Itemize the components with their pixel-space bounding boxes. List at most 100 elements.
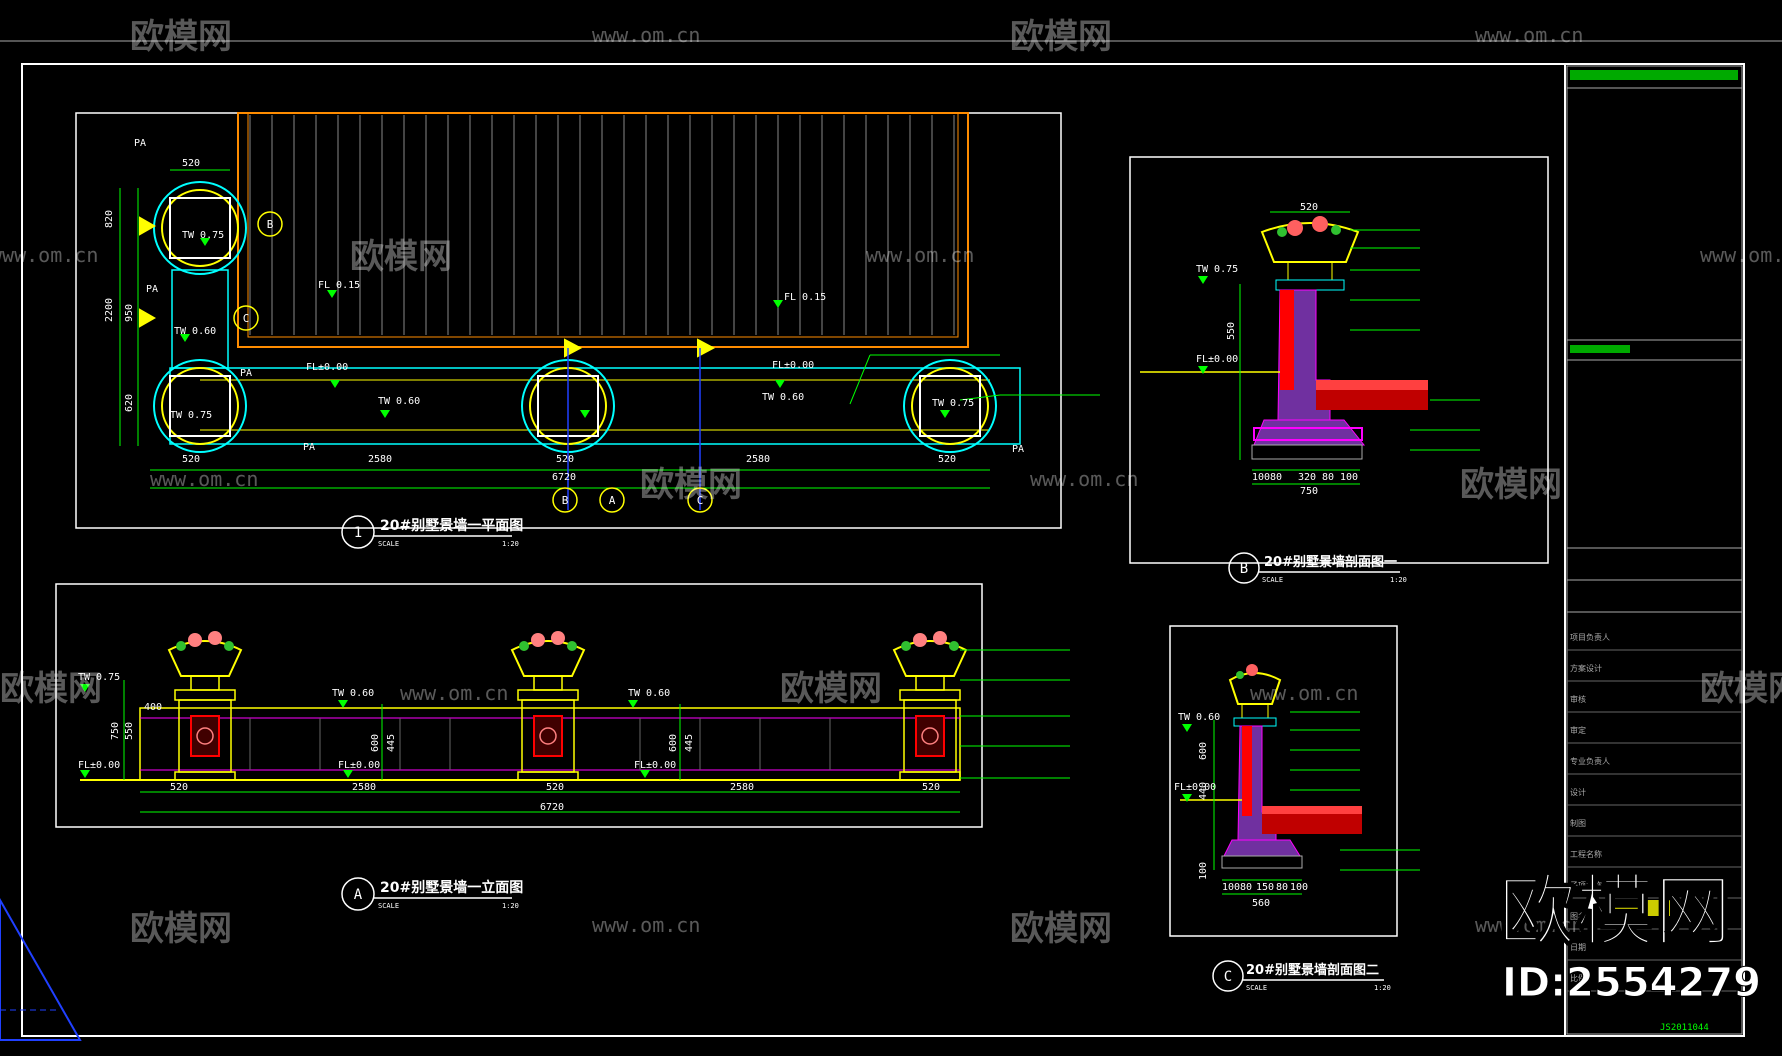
elev-dim: 520 [170, 782, 188, 793]
pillar [167, 631, 243, 781]
secb-title: 20#别墅景墙剖面图一 [1264, 554, 1397, 570]
elev-level: TW 0.60 [628, 688, 670, 699]
elev-dim: 600 [370, 734, 381, 752]
plan-level: FL 0.15 [784, 292, 826, 303]
secb-dim: 80 [1322, 472, 1334, 483]
watermark-url: www.om.cn [866, 243, 974, 267]
secc-level: TW 0.60 [1178, 712, 1220, 723]
watermark-url: www.om.cn [1030, 467, 1138, 491]
ucs-triangle-icon [0, 897, 82, 1041]
watermark-url: www.om.cn [1700, 243, 1782, 267]
secc-dim: 440 [1198, 782, 1209, 800]
secc-dim: 100 [1222, 882, 1240, 893]
plan-level: TW 0.60 [762, 392, 804, 403]
elev-level: TW 0.60 [332, 688, 374, 699]
plan-level: TW 0.60 [174, 326, 216, 337]
plan-level: TW 0.75 [182, 230, 224, 241]
secb-scale-label: SCALE [1262, 576, 1283, 584]
plan-marker: 1 [354, 525, 362, 541]
elev-dim: 600 [668, 734, 679, 752]
watermark-url: www.om.cn [1475, 23, 1583, 47]
elev-dim: 520 [546, 782, 564, 793]
section-mark: B [562, 494, 569, 507]
section-mark: B [267, 218, 274, 231]
secc-dim: 100 [1198, 862, 1209, 880]
secc-title: 20#别墅景墙剖面图二 [1246, 962, 1379, 978]
plan-dim: 950 [124, 304, 135, 322]
elev-dim: 2580 [730, 782, 754, 793]
secc-marker: C [1224, 969, 1232, 985]
watermark-layer: 欧模网欧模网欧模网欧模网欧模网欧模网欧模网欧模网欧模网欧模网www.om.cnw… [0, 17, 1782, 949]
plan-dim: 2580 [368, 454, 392, 465]
plan-scale: 1:20 [502, 540, 519, 548]
secc-dim: 80 [1240, 882, 1252, 893]
watermark-brand-large: 欧模网 [1498, 867, 1732, 957]
watermark-brand: 欧模网 [350, 237, 452, 277]
title-block-row-label: 专业负责人 [1570, 756, 1610, 766]
elev-marker: A [354, 887, 363, 903]
elev-level: FL±0.00 [338, 760, 380, 771]
watermark-brand: 欧模网 [130, 909, 232, 949]
drawing-frame [21, 63, 1745, 1037]
secc-scale-label: SCALE [1246, 984, 1267, 992]
watermark-brand: 欧模网 [1010, 17, 1112, 57]
elev-level: TW 0.75 [78, 672, 120, 683]
plan-dim: 2200 [104, 298, 115, 322]
plan-scale-label: SCALE [378, 540, 399, 548]
plan-dim: 520 [938, 454, 956, 465]
plan-dim: 820 [104, 210, 115, 228]
secb-dim: 750 [1300, 486, 1318, 497]
secc-dim: 80 [1276, 882, 1288, 893]
watermark-url: www.om.cn [400, 681, 508, 705]
plan-level: FL 0.15 [318, 280, 360, 291]
title-block-row-label: 图名 [1570, 911, 1586, 921]
secb-dim: 100 [1340, 472, 1358, 483]
watermark-url: www.om.cn [592, 913, 700, 937]
elev-level: FL±0.00 [78, 760, 120, 771]
elev-dim: 750 [110, 722, 121, 740]
plan-label-pa: PA [303, 442, 315, 453]
drawing-number: JS2011044 [1660, 1023, 1709, 1033]
secb-dim: 100 [1252, 472, 1270, 483]
section-b-view: TW 0.75 FL±0.00 520 750 550 100 80 320 8… [1129, 156, 1549, 584]
plan-level: TW 0.60 [378, 396, 420, 407]
secb-marker: B [1240, 561, 1248, 577]
secb-dim: 80 [1270, 472, 1282, 483]
secb-dim: 550 [1226, 322, 1237, 340]
elev-dim: 520 [922, 782, 940, 793]
watermark-brand: 欧模网 [780, 669, 882, 709]
section-mark: C [243, 312, 250, 325]
plan-label-pa: PA [240, 368, 252, 379]
elev-dim: 445 [386, 734, 397, 752]
elev-title: 20#别墅景墙一立面图 [380, 879, 523, 896]
title-block-row-label: 子项名称 [1570, 880, 1602, 890]
title-block-row-label: 审定 [1570, 725, 1586, 735]
secc-scale: 1:20 [1374, 984, 1391, 992]
plan-level: TW 0.75 [932, 398, 974, 409]
watermark-brand: 欧模网 [0, 669, 102, 709]
plan-level: FL±0.00 [306, 362, 348, 373]
watermark-url: www.om.cn [0, 243, 98, 267]
plan-dim: 620 [124, 394, 135, 412]
elev-dim: 2580 [352, 782, 376, 793]
pillar [892, 631, 968, 781]
elev-level: FL±0.00 [634, 760, 676, 771]
watermark-brand: 欧模网 [640, 465, 742, 505]
pillar [510, 631, 586, 781]
plan-label-pa: PA [134, 138, 146, 149]
title-block-row-label: 工程名称 [1570, 849, 1602, 859]
section-mark: A [609, 494, 616, 507]
plan-level: FL±0.00 [772, 360, 814, 371]
title-block-row-label: 制图 [1570, 818, 1586, 828]
secb-dim: 520 [1300, 202, 1318, 213]
title-block-row-label: 设计 [1570, 787, 1586, 797]
elev-scale-label: SCALE [378, 902, 399, 910]
plan-dim: 520 [182, 158, 200, 169]
watermark-brand: 欧模网 [1010, 909, 1112, 949]
watermark-brand: 欧模网 [130, 17, 232, 57]
secb-level: TW 0.75 [1196, 264, 1238, 275]
section-c-view: TW 0.60 FL±0.00 600 440 100 80 150 80 10… [1169, 625, 1420, 992]
secb-scale: 1:20 [1390, 576, 1407, 584]
